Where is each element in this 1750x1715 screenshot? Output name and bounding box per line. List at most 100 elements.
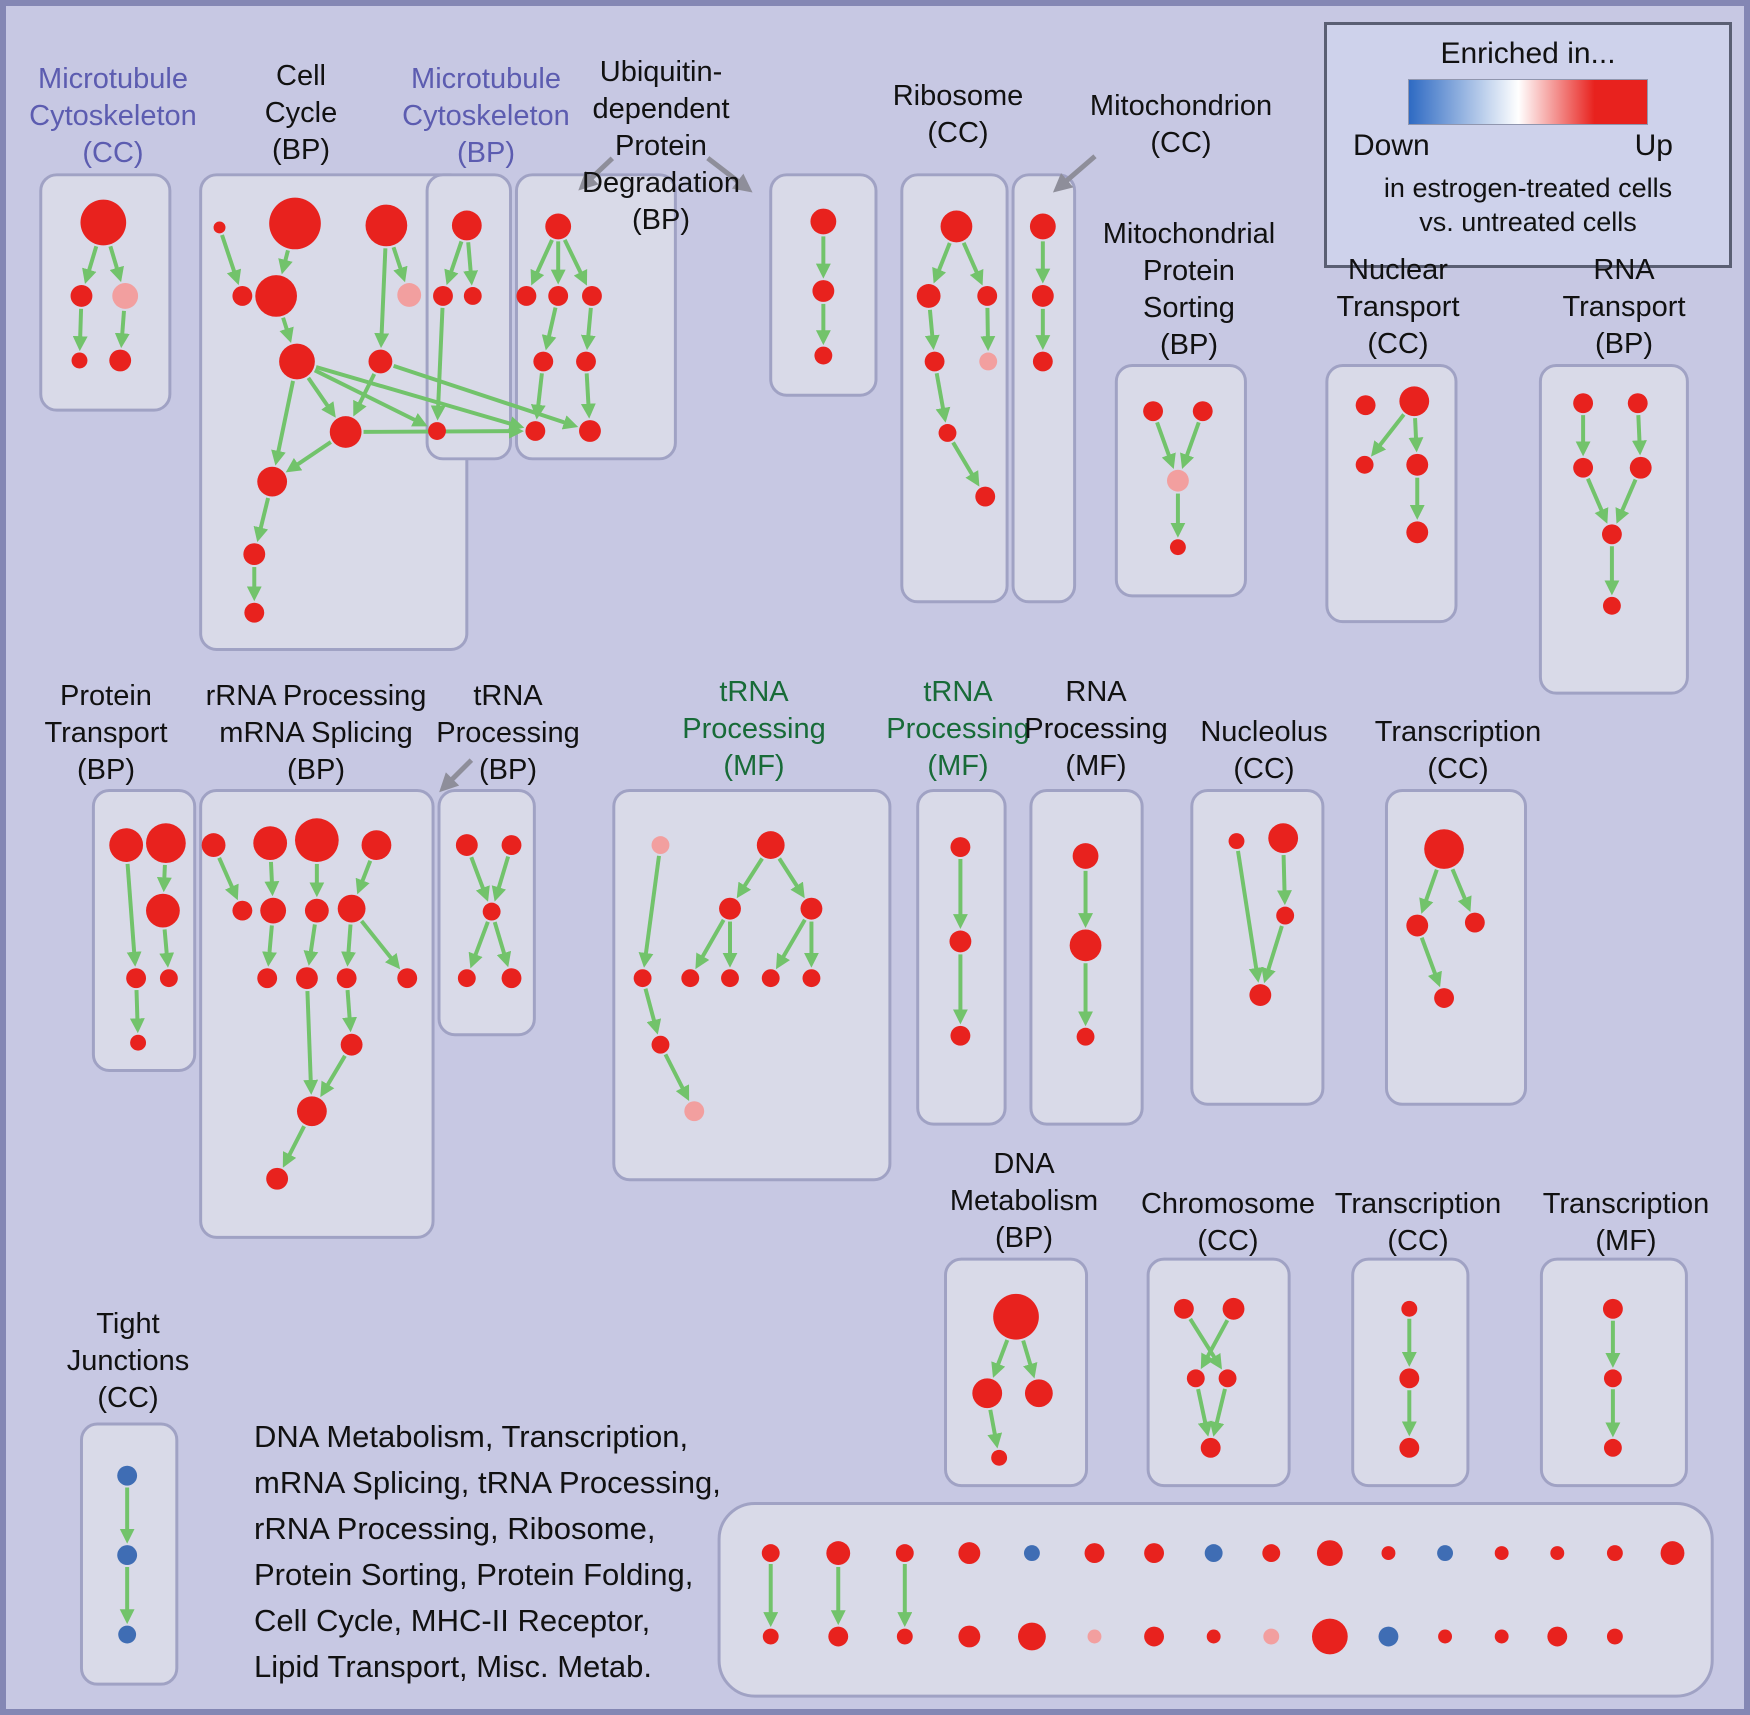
go-term-node: [159, 969, 178, 988]
go-term-node: [1316, 1540, 1343, 1567]
network-diagram: [6, 6, 1744, 1709]
go-term-node: [109, 349, 132, 372]
go-term-node: [1550, 1546, 1565, 1561]
go-term-node: [269, 197, 321, 250]
go-term-node: [1023, 1545, 1040, 1562]
go-term-node: [991, 1449, 1008, 1466]
go-term-node: [501, 968, 522, 989]
edge-arrow: [695, 918, 726, 970]
go-term-node: [1355, 395, 1376, 416]
edge-arrow: [777, 857, 805, 899]
go-term-node: [719, 897, 741, 920]
cluster-label-transcription-mf: Transcription (MF): [1542, 1188, 1710, 1257]
edge-arrow: [114, 310, 130, 349]
go-term-node: [112, 283, 139, 309]
go-term-node: [1603, 1369, 1622, 1388]
go-term-node: [756, 831, 785, 859]
go-term-node: [828, 1626, 849, 1647]
edge-arrow: [342, 989, 357, 1033]
go-term-node: [761, 969, 780, 988]
go-term-node: [1249, 984, 1272, 1006]
go-term-node: [1087, 1629, 1102, 1644]
edge-arrow: [374, 248, 390, 349]
edge-arrow: [320, 1054, 347, 1098]
go-term-node: [812, 280, 835, 302]
go-term-node: [1192, 401, 1213, 422]
go-term-node: [1076, 1027, 1095, 1046]
edge-arrow: [934, 372, 951, 423]
cross-edge-arrow: [392, 363, 579, 430]
edge-arrow: [1021, 1340, 1038, 1379]
go-term-node: [516, 286, 537, 306]
go-term-node: [1603, 1438, 1622, 1457]
edge-arrow: [1209, 1388, 1227, 1437]
go-term-node: [896, 1628, 913, 1645]
cluster-label-protein-transport: Protein Transport (BP): [44, 680, 168, 786]
go-term-node: [1222, 1297, 1245, 1320]
cluster-label-transcription-cc-2: Transcription (CC): [1334, 1188, 1502, 1257]
go-term-node: [1144, 1626, 1165, 1647]
go-term-node: [1629, 456, 1652, 479]
go-term-node: [1627, 393, 1648, 414]
edge-arrow: [72, 308, 88, 352]
edge-arrow: [1277, 854, 1292, 906]
go-term-node: [428, 422, 446, 440]
edge-arrow: [355, 860, 373, 895]
cluster-label-trna-bp: tRNA Processing (BP): [436, 680, 580, 786]
go-term-node: [1401, 1300, 1418, 1317]
go-term-node: [579, 420, 601, 442]
edge-arrow: [1450, 868, 1472, 912]
go-term-node: [117, 1465, 138, 1486]
legend-endpoint-labels: Down Up: [1327, 125, 1729, 163]
go-term-node: [126, 968, 147, 989]
go-term-node: [266, 1167, 289, 1190]
go-term-node: [337, 894, 366, 923]
edge-arrow: [1615, 478, 1638, 524]
go-term-node: [1494, 1546, 1509, 1561]
edge-arrow: [562, 238, 588, 286]
go-term-node: [958, 1625, 981, 1648]
cluster-label-transcription-cc-1: Transcription (CC): [1374, 716, 1542, 785]
edge-arrow: [776, 918, 807, 970]
edge-arrow: [282, 1125, 306, 1168]
go-term-node: [232, 286, 253, 306]
go-term-node: [651, 1035, 670, 1054]
cluster-label-cell-cycle: Cell Cycle (BP): [264, 60, 338, 166]
go-term-node: [1166, 469, 1189, 492]
go-term-node: [80, 199, 127, 246]
label-pointer-arrow: [439, 758, 474, 793]
edge-arrow: [1632, 415, 1647, 456]
go-term-node: [1262, 1544, 1281, 1563]
cluster-box-nuclear-transport: [1325, 363, 1458, 624]
edge-arrow: [303, 990, 319, 1095]
go-term-node: [1434, 988, 1455, 1008]
go-term-node: [525, 421, 546, 441]
go-term-node: [1200, 1437, 1221, 1458]
edge-arrow: [638, 855, 661, 968]
edge-arrow: [736, 857, 764, 899]
cluster-label-dna-metabolism: DNA Metabolism (BP): [949, 1148, 1099, 1254]
legend-up-label: Up: [1634, 129, 1673, 162]
go-term-node: [1601, 524, 1622, 545]
edge-arrow: [217, 856, 239, 901]
edge-arrow: [1188, 1317, 1222, 1370]
edge-arrow: [1236, 850, 1264, 983]
go-term-node: [1399, 386, 1430, 417]
go-term-node: [1438, 1629, 1453, 1644]
cluster-label-mitochondrion: Mitochondrion (CC): [1089, 90, 1273, 159]
cluster-box-microtubule-cc: [39, 173, 172, 412]
cluster-label-ubiquitin: Ubiquitin- dependent Protein Degradation…: [582, 56, 740, 236]
go-term-node: [1606, 1545, 1623, 1562]
go-term-node: [1263, 1628, 1280, 1645]
edge-arrow: [987, 1409, 1003, 1449]
go-term-node: [146, 823, 186, 863]
edge-arrow: [468, 921, 490, 969]
go-term-node: [329, 416, 362, 448]
go-term-node: [545, 213, 572, 240]
edge-arrow: [303, 924, 319, 966]
cluster-box-trna-mf-big: [612, 788, 892, 1182]
edge-arrow: [264, 861, 280, 897]
go-term-node: [257, 466, 288, 497]
cluster-label-mito-sorting: Mitochondrial Protein Sorting (BP): [1102, 218, 1276, 361]
